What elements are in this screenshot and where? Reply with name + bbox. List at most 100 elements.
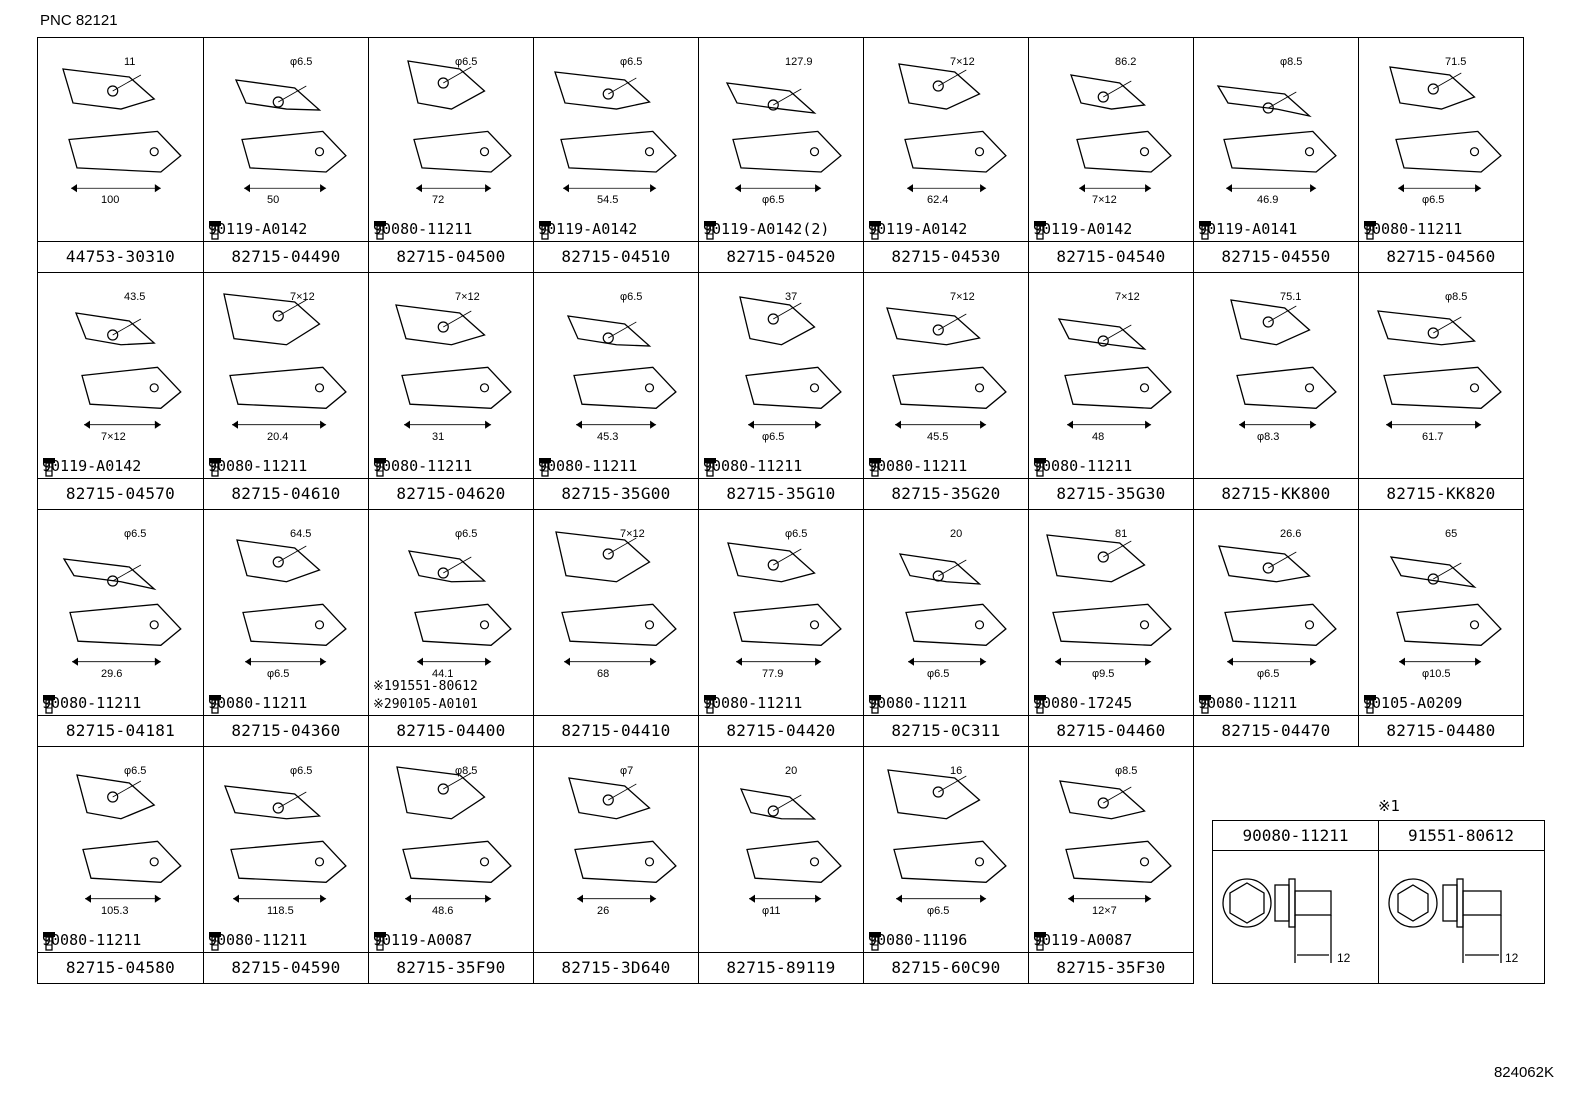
bolt-callout: 90105-A0209 [1363,694,1462,714]
dimension-label: 7×12 [950,291,975,303]
part-number: 82715-04490 [204,241,368,272]
dimension-label: φ8.5 [1115,765,1138,777]
part-drawing [62,68,182,193]
bolt-callout: 90080-11196 [868,931,968,951]
dimension-label: φ6.5 [124,765,147,777]
part-drawing [1059,780,1172,903]
dimension-label: 29.6 [101,668,123,680]
part-number: 82715-04400 [369,715,533,746]
part-number: 82715-35G10 [699,478,863,509]
part-number: 82715-04590 [204,952,368,983]
part-number: 82715-04420 [699,715,863,746]
dimension-label: 54.5 [597,194,619,206]
dimension-label: 48.6 [432,905,454,917]
bolt-number: 90119-A0142 [208,220,308,238]
part-drawing [1218,545,1337,666]
part-drawing [727,542,842,666]
dimension-label: 7×12 [290,291,315,303]
dimension-label: 20.4 [267,431,289,443]
part-drawing [725,82,842,193]
bolt-number: 90080-11211 [1198,694,1298,712]
part-number: 82715-04500 [369,241,533,272]
bolt-callout: 90119-A0141 [1198,220,1298,240]
dimension-label: φ10.5 [1422,668,1451,680]
bolt-callout: 90080-11211 [1363,220,1462,240]
dimension-label: 72 [432,194,445,206]
bolt-callout: 90080-11211 [1198,694,1298,714]
dimension-label: 46.9 [1257,194,1279,206]
bolt-callout: 90080-11211 [868,694,968,714]
dimension-label: φ6.5 [762,194,785,206]
bolt-callout: 90080-11211 [373,457,472,477]
bolt-number: 90080-11211 [42,931,142,949]
bolt-callout: 90080-11211 [1033,457,1132,477]
part-number: 82715-04460 [1029,715,1193,746]
dimension-label: φ6.5 [124,528,147,540]
part-drawing [395,304,512,429]
dimension-label: 37 [785,291,798,303]
bolt-number: 90119-A0142 [42,457,142,475]
dimension-label: φ6.5 [267,668,290,680]
dimension-label: φ8.5 [455,765,478,777]
bolt-callout: 90080-11211 [208,457,307,477]
bolt-number: 90119-A0141 [1198,220,1298,238]
dimension-label: 105.3 [101,905,129,917]
bolt-number: 90080-11196 [868,931,968,949]
part-number: 82715-04360 [204,715,368,746]
dimension-label: 7×12 [1115,291,1140,303]
bolt-callout: 90080-11211 [538,457,638,477]
dimension-label: 100 [101,194,120,206]
dimension-label: 62.4 [927,194,949,206]
dimension-label: 127.9 [785,56,813,68]
dimension-label: φ6.5 [927,668,950,680]
bolt-callout: 90080-11211 [373,220,472,240]
part-drawing [739,788,842,903]
part-number: 44753-30310 [38,241,203,272]
part-drawing [223,293,347,429]
bolt-callout: ※290105-A0101 [373,697,478,712]
legend-note-mark: ※1 [1378,797,1401,815]
dimension-label: 50 [267,194,280,206]
part-number: 82715-04610 [204,478,368,509]
dimension-label: 7×12 [455,291,480,303]
part-drawing [1070,74,1172,193]
bolt-number: 90080-11211 [538,457,638,475]
bolt-callout: 90080-11211 [703,457,802,477]
part-drawing [62,558,182,666]
bolt-number: 90119-A0142 [868,220,968,238]
bolt-number: 90080-11211 [868,694,968,712]
part-drawing [407,60,512,193]
bolt-number: ※191551-80612 [373,679,478,694]
bolt-callout: 90080-11211 [208,931,307,951]
dimension-label: φ8.3 [1257,431,1280,443]
part-drawing [554,71,677,193]
part-drawing [1377,310,1502,429]
bolt-callout: 90119-A0142 [1033,220,1132,240]
dimension-label: φ6.5 [455,56,478,68]
bolt-legend: 90080-11211 91551-80612 12 12 [1212,820,1545,984]
part-number: 82715-60C90 [864,952,1028,983]
part-drawing [1389,66,1502,193]
part-number: 82715-04410 [534,715,698,746]
dimension-label: φ8.5 [1280,56,1303,68]
dimension-label: φ6.5 [1422,194,1445,206]
